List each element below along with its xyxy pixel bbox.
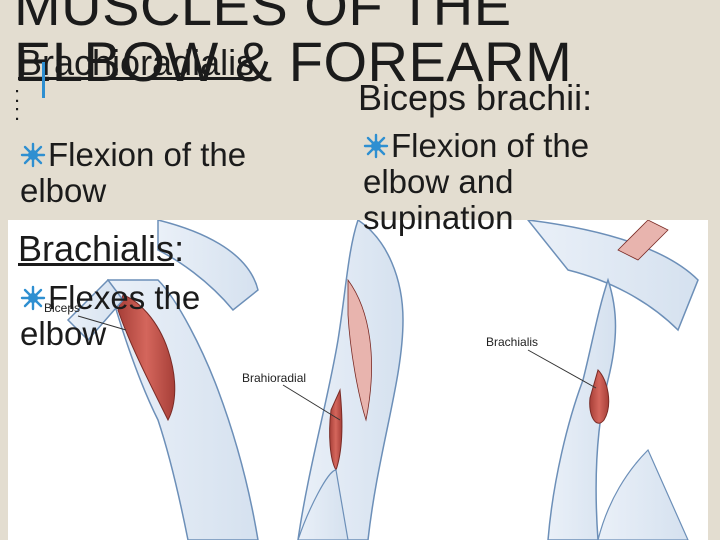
biceps-bullet-text: Flexion of the elbow and supination: [363, 127, 590, 236]
brachialis-label: Brachialis: [486, 335, 538, 349]
arm-brachioradial: [297, 220, 404, 540]
arm-muscles-illustration: Biceps Brahioradial Brachialis: [8, 220, 708, 540]
brachioradialis-colon: : :: [14, 82, 21, 125]
brachioradial-pointer-line: [282, 384, 341, 421]
brachialis-heading: Brachialis:: [18, 229, 184, 269]
biceps-heading: Biceps brachii:: [358, 77, 593, 118]
slide-title: MUSCLES OF THE ELBOW & FOREARM: [14, 0, 573, 93]
brachialis-bullet: Flexes the elbow: [20, 280, 250, 352]
brachioradialis-heading: Brachioradialis: [18, 43, 254, 83]
brachioradialis-bullet-text: Flexion of the elbow: [20, 136, 247, 209]
brachialis-pointer-line: [527, 349, 597, 389]
brachialis-heading-text: Brachialis: [18, 228, 175, 269]
star-burst-icon: [20, 285, 46, 311]
biceps-pointer-line: [77, 315, 127, 331]
brachioradialis-bullet: Flexion of the elbow: [20, 137, 310, 209]
biceps-bullet: Flexion of the elbow and supination: [363, 128, 663, 236]
brachialis-colon: :: [174, 228, 185, 269]
arm-muscles-svg: Biceps Brahioradial Brachialis: [44, 220, 699, 540]
brachioradialis-heading-text: Brachioradialis: [18, 42, 255, 83]
star-burst-icon: [363, 133, 389, 159]
arm-biceps: [66, 220, 259, 540]
brachialis-bullet-text: Flexes the elbow: [20, 279, 201, 352]
star-burst-icon: [20, 142, 46, 168]
brachioradial-label: Brahioradial: [242, 371, 306, 385]
cursor-bar: [42, 62, 45, 98]
biceps-label: Biceps: [44, 301, 80, 315]
arm-brachialis: [527, 220, 699, 540]
